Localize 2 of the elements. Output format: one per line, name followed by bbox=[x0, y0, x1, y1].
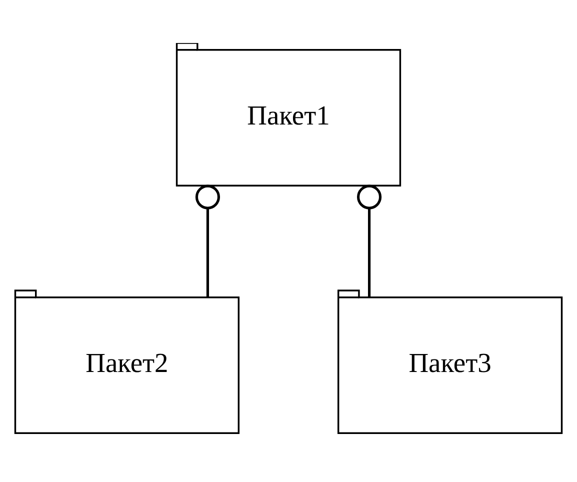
connector bbox=[356, 184, 382, 297]
connector bbox=[195, 184, 220, 297]
